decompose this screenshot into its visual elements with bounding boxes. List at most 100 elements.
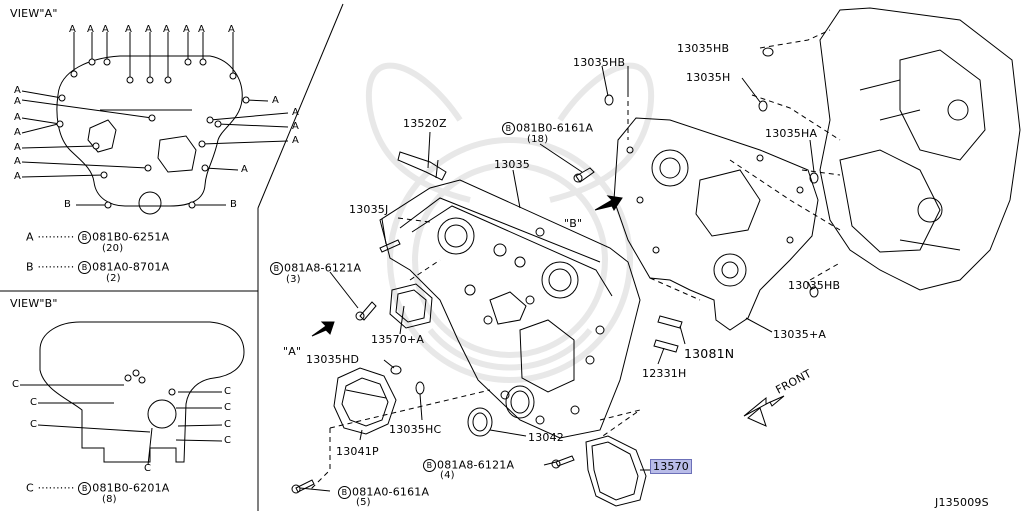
part-qty: (18) xyxy=(527,134,549,145)
view-a-marker: A xyxy=(14,171,22,182)
legend-key: B xyxy=(26,260,34,274)
drawing-id: J135009S xyxy=(935,496,989,509)
view-a-marker: A xyxy=(228,24,236,35)
gasket-13570A xyxy=(389,283,433,329)
part-qty: (4) xyxy=(440,470,455,481)
bolt-symbol: B xyxy=(270,262,283,275)
front-cover-13035 xyxy=(379,179,641,439)
o-rings xyxy=(390,47,819,395)
part-number: 081B0-6161A xyxy=(516,121,594,135)
label-leaders xyxy=(299,65,815,492)
part-label-13035HD[interactable]: 13035HD xyxy=(306,353,360,366)
part-label-13035HB[interactable]: 13035HB xyxy=(573,56,626,69)
view-a-marker: A xyxy=(292,121,300,132)
dowel-pins xyxy=(379,239,683,353)
view-b-marker: C xyxy=(30,397,38,408)
bolts xyxy=(291,167,595,494)
legend-qty: (20) xyxy=(102,243,124,254)
part-label-12331H[interactable]: 12331H xyxy=(642,367,687,380)
bolt-symbol: B xyxy=(78,482,92,495)
bolt-symbol: B xyxy=(78,231,92,244)
part-label-13035H[interactable]: 13035H xyxy=(686,71,731,84)
cover-13041P xyxy=(333,367,397,435)
legend-dots: ·········· xyxy=(37,230,75,244)
view-a-marker: A xyxy=(292,135,300,146)
part-qty: (3) xyxy=(286,274,301,285)
legend-dots: ·········· xyxy=(37,481,75,495)
view-b-marker: C xyxy=(12,379,20,390)
part-number: 081A8-6121A xyxy=(284,261,362,275)
part-label-13035HA[interactable]: 13035HA xyxy=(765,127,818,140)
view-a-marker: A xyxy=(183,24,191,35)
legend-qty: (2) xyxy=(106,273,121,284)
part-label-13041P[interactable]: 13041P xyxy=(336,445,379,458)
dashed-leaders xyxy=(309,29,841,491)
part-label-13042[interactable]: 13042 xyxy=(528,431,564,444)
bolt-symbol: B xyxy=(423,459,436,472)
view-a-marker: A xyxy=(292,107,300,118)
view-b-marker: C xyxy=(224,435,232,446)
view-b-title: VIEW"B" xyxy=(10,297,58,310)
part-label-13035HB[interactable]: 13035HB xyxy=(788,279,841,292)
view-a-marker-b: B xyxy=(64,199,72,210)
legend-key: C xyxy=(26,481,34,495)
view-a-callout: "A" xyxy=(283,345,302,358)
view-a-marker-b: B xyxy=(230,199,238,210)
bolt-symbol: B xyxy=(78,261,92,274)
part-label-13570A[interactable]: 13570+A xyxy=(371,333,425,346)
legend-dots: ·········· xyxy=(37,260,75,274)
view-a-marker: A xyxy=(14,156,22,167)
view-a-bolt-holes xyxy=(56,58,250,209)
legend-key: A xyxy=(26,230,34,244)
part-label-13035J[interactable]: 13035J xyxy=(349,203,389,216)
view-a-marker: A xyxy=(145,24,153,35)
view-a-marker: A xyxy=(102,24,110,35)
part-qty: (5) xyxy=(356,497,371,508)
sensor-13520Z xyxy=(397,151,447,181)
view-a-marker: A xyxy=(14,96,22,107)
part-label-13035[interactable]: 13035 xyxy=(494,158,530,171)
crank-seal-13042 xyxy=(467,385,535,437)
view-a-marker: A xyxy=(87,24,95,35)
panel-dividers xyxy=(0,3,344,511)
part-label-13035HC[interactable]: 13035HC xyxy=(389,423,442,436)
view-a-marker: A xyxy=(125,24,133,35)
view-a-marker: A xyxy=(69,24,77,35)
view-b-marker: C xyxy=(224,386,232,397)
view-b-marker: C xyxy=(224,402,232,413)
view-a-marker: A xyxy=(14,127,22,138)
inner-cover-13035A xyxy=(613,117,819,331)
legend-part-number: 081A0-8701A xyxy=(92,260,170,274)
view-b-marker: C xyxy=(224,419,232,430)
part-label-13081N[interactable]: 13081N xyxy=(684,346,735,361)
engine-block xyxy=(819,7,1021,291)
view-b-callout: "B" xyxy=(564,217,583,230)
legend-part-number: 081B0-6201A xyxy=(92,481,170,495)
gasket-13570 xyxy=(585,435,647,507)
view-a-marker: A xyxy=(14,142,22,153)
front-arrow xyxy=(743,395,785,427)
view-a-marker: A xyxy=(198,24,206,35)
view-a-marker: A xyxy=(163,24,171,35)
view-a-marker: A xyxy=(14,85,22,96)
view-arrows xyxy=(311,195,623,337)
part-label-13520Z[interactable]: 13520Z xyxy=(403,117,447,130)
view-a-title: VIEW"A" xyxy=(10,7,58,20)
view-b-marker: C xyxy=(144,463,152,474)
view-a-marker: A xyxy=(241,164,249,175)
view-b-marker: C xyxy=(30,419,38,430)
view-a-marker: A xyxy=(14,112,22,123)
part-label-13570-highlighted[interactable]: 13570 xyxy=(650,459,692,474)
part-label-13035A[interactable]: 13035+A xyxy=(773,328,827,341)
bolt-symbol: B xyxy=(338,486,351,499)
part-label-13035HB[interactable]: 13035HB xyxy=(677,42,730,55)
view-b-outline xyxy=(20,321,245,466)
highlighted-part-number[interactable]: 13570 xyxy=(650,459,692,474)
